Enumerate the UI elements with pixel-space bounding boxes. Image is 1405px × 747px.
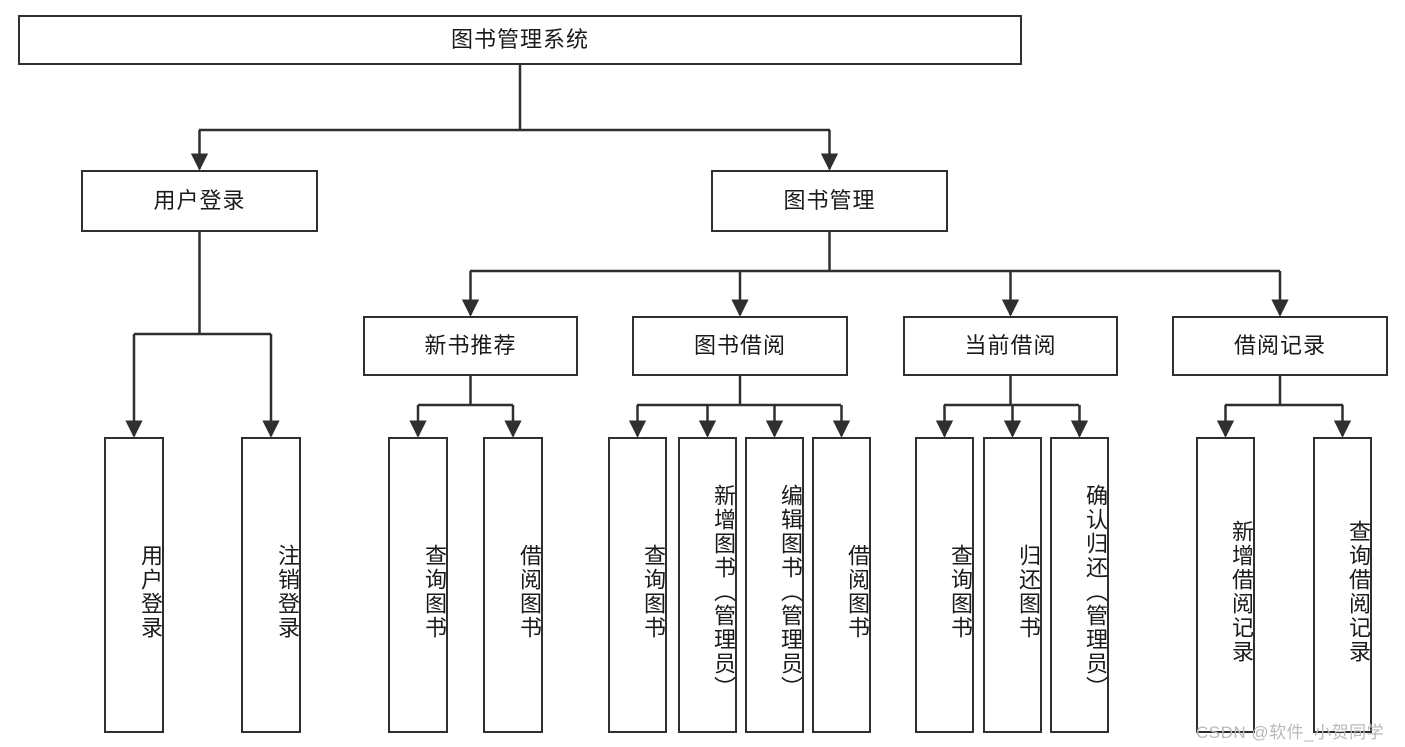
node-leaf9[interactable]: 查询图书 — [915, 437, 974, 733]
node-leaf11[interactable]: 确认归还（管理员） — [1050, 437, 1109, 733]
csdn-watermark: CSDN @软件_小贺同学 — [1196, 723, 1385, 742]
node-label: 归还图书 — [1016, 544, 1041, 640]
node-label: 查询图书 — [641, 544, 666, 640]
node-label: 用户登录 — [153, 187, 246, 213]
node-label: 图书管理 — [783, 187, 876, 213]
node-leaf2[interactable]: 注销登录 — [241, 437, 301, 733]
node-leaf10[interactable]: 归还图书 — [983, 437, 1042, 733]
node-login[interactable]: 用户登录 — [81, 170, 318, 232]
node-label: 确认归还（管理员） — [1083, 484, 1108, 700]
node-root[interactable]: 图书管理系统 — [18, 15, 1022, 65]
node-newbook[interactable]: 新书推荐 — [363, 316, 578, 376]
node-label: 新书推荐 — [424, 332, 517, 358]
node-label: 借阅图书 — [517, 544, 542, 640]
node-label: 查询图书 — [948, 544, 973, 640]
node-label: 图书借阅 — [693, 332, 786, 358]
node-leaf7[interactable]: 编辑图书（管理员） — [745, 437, 804, 733]
node-label: 编辑图书（管理员） — [778, 484, 803, 700]
node-leaf12[interactable]: 新增借阅记录 — [1196, 437, 1255, 733]
node-label: 用户登录 — [138, 544, 163, 640]
node-leaf4[interactable]: 借阅图书 — [483, 437, 543, 733]
node-label: 当前借阅 — [964, 332, 1057, 358]
node-leaf13[interactable]: 查询借阅记录 — [1313, 437, 1372, 733]
node-records[interactable]: 借阅记录 — [1172, 316, 1388, 376]
node-bookmgmt[interactable]: 图书管理 — [711, 170, 948, 232]
node-label: 新增图书（管理员） — [711, 484, 736, 700]
node-borrow[interactable]: 图书借阅 — [632, 316, 848, 376]
node-label: 查询图书 — [422, 544, 447, 640]
node-label: 借阅图书 — [845, 544, 870, 640]
node-label: 借阅记录 — [1233, 332, 1326, 358]
node-current[interactable]: 当前借阅 — [903, 316, 1118, 376]
node-label: 图书管理系统 — [450, 26, 589, 52]
node-label: 注销登录 — [275, 544, 300, 640]
node-label: 新增借阅记录 — [1229, 520, 1254, 664]
node-leaf1[interactable]: 用户登录 — [104, 437, 164, 733]
node-label: 查询借阅记录 — [1346, 520, 1371, 664]
node-leaf6[interactable]: 新增图书（管理员） — [678, 437, 737, 733]
node-leaf3[interactable]: 查询图书 — [388, 437, 448, 733]
node-leaf8[interactable]: 借阅图书 — [812, 437, 871, 733]
node-leaf5[interactable]: 查询图书 — [608, 437, 667, 733]
